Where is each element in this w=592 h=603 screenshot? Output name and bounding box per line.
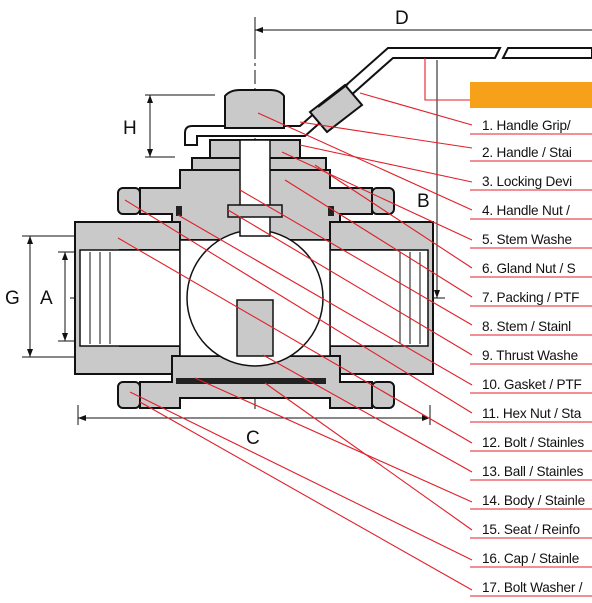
dimension-label-h: H: [123, 118, 137, 139]
part-label-3: 3. Locking Devi: [482, 174, 572, 189]
legend-header: [470, 82, 592, 108]
part-label-9: 9. Thrust Washe: [482, 348, 578, 363]
part-label-11: 11. Hex Nut / Sta: [482, 406, 582, 421]
part-label-4: 4. Handle Nut /: [482, 203, 570, 218]
handle: [184, 47, 592, 146]
part-label-17: 17. Bolt Washer /: [482, 580, 583, 595]
dimension-label-g: G: [5, 288, 20, 309]
part-label-7: 7. Packing / PTF: [482, 290, 580, 305]
seats: [176, 206, 334, 384]
valve-bore: [79, 139, 429, 367]
part-label-6: 6. Gland Nut / S: [482, 261, 576, 276]
dimension-label-d: D: [395, 8, 409, 29]
part-label-12: 12. Bolt / Stainles: [482, 435, 584, 450]
part-label-2: 2. Handle / Stai: [482, 145, 572, 160]
part-label-5: 5. Stem Washe: [482, 232, 572, 247]
part-label-8: 8. Stem / Stainl: [482, 319, 571, 334]
dimension-label-a: A: [40, 288, 53, 309]
part-label-15: 15. Seat / Reinfo: [482, 522, 580, 537]
leader-lines: [117, 58, 592, 597]
part-label-14: 14. Body / Stainle: [482, 493, 585, 508]
part-label-13: 13. Ball / Stainles: [482, 464, 584, 479]
part-label-16: 16. Cap / Stainle: [482, 551, 580, 566]
dimension-label-b: B: [417, 191, 430, 212]
dimension-label-c: C: [246, 428, 260, 449]
part-label-10: 10. Gasket / PTF: [482, 377, 582, 392]
thread-lines: [89, 252, 421, 344]
part-label-1: 1. Handle Grip/: [482, 118, 571, 133]
